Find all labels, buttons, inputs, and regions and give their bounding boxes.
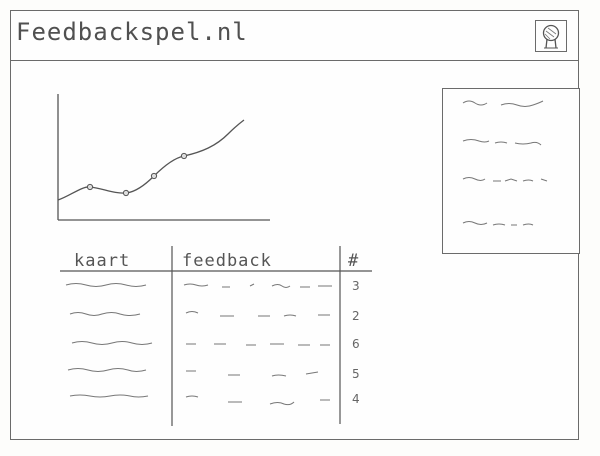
feedback-cell-text bbox=[185, 395, 330, 406]
table-row bbox=[71, 341, 330, 346]
column-header-kaart: kaart bbox=[74, 251, 131, 271]
app-title: Feedbackspel.nl bbox=[16, 18, 248, 46]
user-avatar-icon bbox=[542, 24, 560, 49]
feedback-cell-text bbox=[185, 311, 330, 317]
placeholder-text bbox=[462, 100, 544, 107]
side-panel-content bbox=[462, 100, 548, 226]
table-row bbox=[67, 368, 319, 377]
column-header-count: # bbox=[348, 251, 360, 271]
table-row bbox=[65, 283, 332, 288]
table-row bbox=[69, 394, 330, 406]
avatar-button[interactable] bbox=[535, 20, 567, 52]
row-count: 4 bbox=[352, 392, 360, 406]
data-point bbox=[86, 183, 94, 191]
feedback-cell-text bbox=[186, 343, 330, 346]
kaart-cell-text bbox=[65, 283, 147, 287]
table-row bbox=[69, 311, 330, 317]
data-point bbox=[122, 189, 130, 197]
data-point bbox=[150, 172, 158, 180]
placeholder-text bbox=[462, 139, 542, 146]
data-point bbox=[180, 152, 188, 160]
line-chart bbox=[57, 94, 270, 221]
placeholder-text bbox=[462, 177, 548, 182]
column-header-feedback: feedback bbox=[182, 251, 272, 271]
kaart-cell-text bbox=[67, 368, 147, 372]
kaart-cell-text bbox=[69, 312, 141, 316]
row-count: 3 bbox=[352, 279, 360, 293]
side-panel bbox=[442, 88, 580, 254]
header-divider bbox=[10, 60, 579, 61]
feedback-cell-text bbox=[186, 370, 319, 377]
row-count: 2 bbox=[352, 309, 360, 323]
kaart-cell-text bbox=[71, 341, 153, 345]
kaart-cell-text bbox=[69, 394, 149, 398]
row-count: 5 bbox=[352, 367, 360, 381]
feedback-cell-text bbox=[183, 283, 332, 288]
row-count: 6 bbox=[352, 337, 360, 351]
placeholder-text bbox=[462, 221, 534, 226]
